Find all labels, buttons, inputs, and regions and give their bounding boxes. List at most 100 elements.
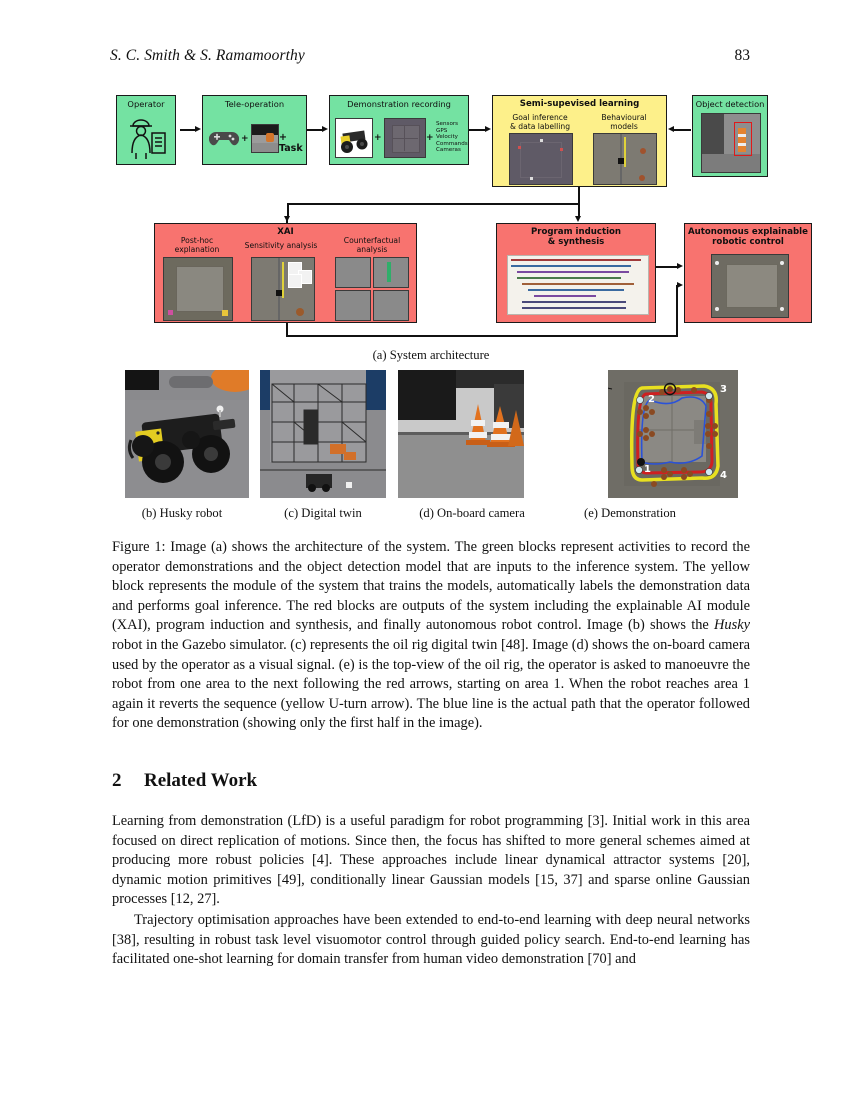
panel-husky-robot [125,370,249,498]
block-semi-supervised-learning: Semi-supevised learning Goal inference &… [492,95,667,187]
figure-panel-row: 1 2 3 4 Obstacle Area mark Husky [112,370,752,498]
svg-text:1: 1 [644,464,651,475]
arrowhead-objdet-semi [668,126,674,133]
thumb-husky-small [335,118,373,158]
connector-program-autonomous [656,266,678,268]
plus-sign-demo-2: + [426,133,434,143]
thumb-behavioural-models [593,133,657,185]
post-hoc-line2: explanation [174,245,220,254]
block-autonomous-control-label-2: robotic control [712,237,784,247]
panel-onboard-camera [398,370,524,498]
gamepad-icon [209,131,239,146]
block-xai-label: XAI [277,227,294,237]
block-tele-operation: Tele-operation + + Task [202,95,307,165]
connector-objdet-semi [674,129,691,131]
block-program-induction-label-1: Program induction [530,227,622,237]
thumb-post-hoc [163,257,233,321]
demonstration-topview: 1 2 3 4 [608,370,738,498]
signal-cameras: Cameras [436,147,461,154]
arrowhead-tele-demo [322,126,328,133]
page-number: 83 [734,47,751,64]
block-xai: XAI Post-hoc explanation Sensitivity ana… [154,223,417,323]
arrowhead-operator-tele [195,126,201,133]
connector-semi-down [578,187,580,205]
subcaption-e: (e) Demonstration [584,506,676,520]
counterfactual-line1: Counterfactual [343,236,401,245]
code-snippet-thumb [507,255,649,315]
running-head-author: S. C. Smith & S. Ramamoorthy [110,47,305,64]
plus-sign-demo-1: + [374,133,382,143]
running-head: S. C. Smith & S. Ramamoorthy 83 [110,47,750,67]
recorded-signal-list: Sensors GPS Velocity Commands Cameras [436,121,470,154]
block-operator: Operator [116,95,176,165]
system-architecture-figure: Operator Tele-operat [112,90,812,340]
connector-xai-top-stub [286,217,288,223]
counterfactual-label: Counterfactual analysis [330,236,414,254]
signal-velocity: Velocity [436,134,458,141]
traffic-cones-icon [466,404,524,447]
block-semi-supervised-label: Semi-supevised learning [519,99,640,109]
block-operator-label: Operator [127,99,165,109]
block-autonomous-control: Autonomous explainable robotic control [684,223,812,323]
svg-text:2: 2 [648,394,655,405]
connector-demo-semi [469,129,486,131]
husky-robot-illustration [127,405,236,483]
figure-caption-text-1: Image (a) shows the architecture of the … [112,539,750,634]
panel-demonstration: 1 2 3 4 Obstacle Area mark Husky [608,370,738,498]
connector-branch-horizontal [287,203,580,205]
post-hoc-label: Post-hoc explanation [161,236,233,254]
block-program-induction-label-2: & synthesis [547,237,605,247]
connector-operator-tele [180,129,196,131]
oil-rig-structure [260,383,386,492]
thumb-counterfactual-1 [335,257,371,288]
signal-sensors: Sensors [436,121,459,127]
thumb-sensitivity [251,257,315,321]
block-object-detection-label: Object detection [695,99,765,109]
thumb-autonomous-control [711,254,789,318]
signal-commands: Commands [436,140,468,147]
thumb-goal-inference [509,133,573,185]
block-autonomous-control-label-1: Autonomous explainable [688,227,808,237]
thumb-counterfactual-4 [373,290,409,321]
subcaption-d: (d) On-board camera [419,506,525,520]
goal-inference-label: Goal inference & data labelling [501,113,579,131]
thumb-map-demo [384,118,426,158]
figure-caption-text-2: robot in the Gazebo simulator. (c) repre… [112,636,750,732]
arrowhead-branch-program [575,216,582,222]
connector-tele-demo [307,129,323,131]
operator-icon [130,119,166,159]
arrowhead-xai-feedback [677,282,683,289]
figure-caption-italic: Husky [714,617,750,634]
sensitivity-analysis-label: Sensitivity analysis [244,241,318,250]
goal-inference-line1: Goal inference [512,113,568,122]
behavioural-models-line1: Behavioural [601,113,647,122]
subcaption-a: (a) System architecture [372,348,490,362]
arrowhead-program-autonomous [677,263,683,270]
signal-gps: GPS [436,127,448,134]
svg-text:3: 3 [720,384,727,395]
thumb-counterfactual-3 [335,290,371,321]
section-number: 2 [112,770,122,791]
connector-xai-feedback-up [676,285,678,337]
block-demonstration-recording-label: Demonstration recording [347,99,451,109]
husky-icon [340,130,368,153]
annotation-leader-lines [608,387,613,412]
svg-text:4: 4 [720,470,727,481]
block-demonstration-recording: Demonstration recording + + Sensor [329,95,469,165]
behavioural-models-label: Behavioural models [588,113,660,131]
thumb-counterfactual-2 [373,257,409,288]
behavioural-models-line2: models [610,122,638,131]
connector-xai-feedback-down [286,323,288,337]
arrowhead-demo-semi [485,126,491,133]
connector-xai-feedback-horizontal [286,335,678,337]
post-hoc-line1: Post-hoc [180,236,214,245]
counterfactual-line2: analysis [356,245,388,254]
thumb-object-detection [701,113,761,173]
connector-branch-left-down [287,203,289,217]
block-program-induction: Program induction & synthesis [496,223,656,323]
goal-inference-line2: & data labelling [509,122,571,131]
subcaption-c: (c) Digital twin [284,506,362,520]
section-title: Related Work [144,770,258,791]
task-label: + Task [279,132,303,154]
